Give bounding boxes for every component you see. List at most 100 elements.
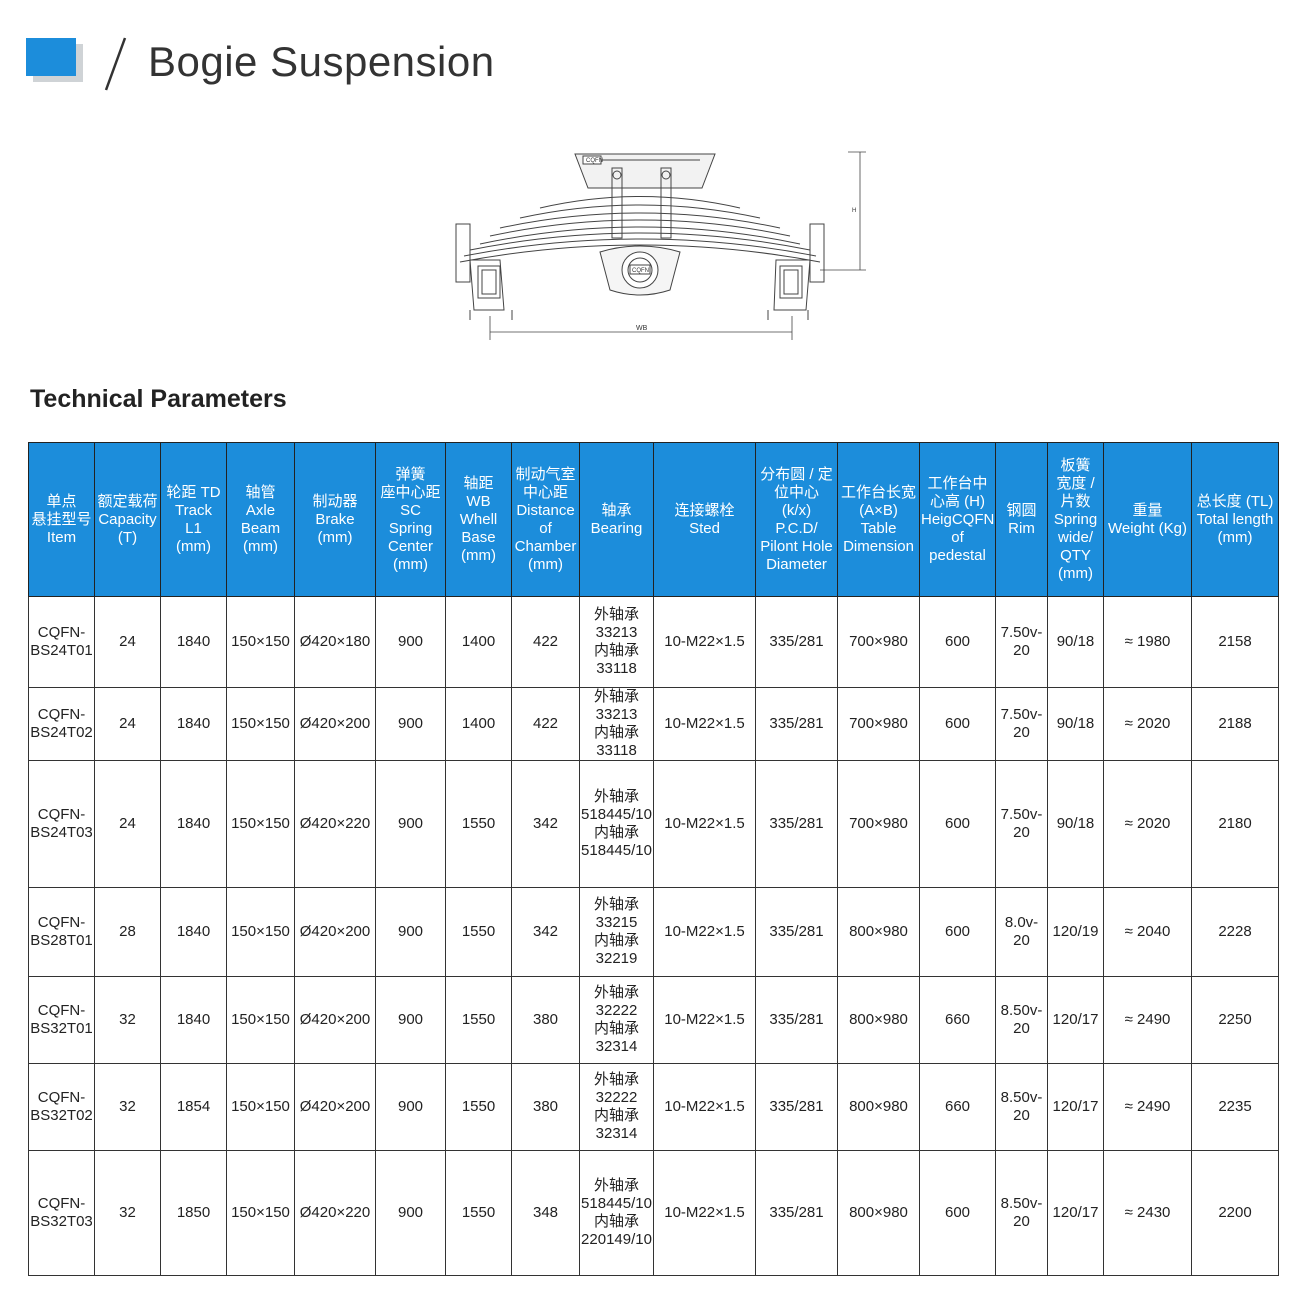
- cell-rim: 7.50v- 20: [995, 760, 1048, 888]
- suspension-drawing: CQFN CQFN H WB: [455, 151, 866, 340]
- col-header-spring-qty: 板簧 宽度 / 片数 Spring wide/ QTY (mm): [1047, 442, 1104, 597]
- cell-track: 1840: [160, 887, 227, 977]
- cell-sted: 10-M22×1.5: [653, 887, 756, 977]
- cell-bearing: 外轴承 518445/10 内轴承 518445/10: [579, 760, 654, 888]
- cell-total-length: 2158: [1191, 596, 1279, 688]
- cell-wheel-base: 1550: [445, 1150, 512, 1276]
- cell-bearing: 外轴承 33213 内轴承 33118: [579, 687, 654, 761]
- cell-pcd: 335/281: [755, 887, 838, 977]
- cell-rim: 8.50v- 20: [995, 1150, 1048, 1276]
- cell-chamber-distance: 422: [511, 687, 580, 761]
- page-header: Bogie Suspension: [0, 0, 1300, 110]
- cell-wheel-base: 1550: [445, 760, 512, 888]
- cell-capacity: 32: [94, 1063, 161, 1151]
- cell-capacity: 32: [94, 976, 161, 1064]
- cell-total-length: 2228: [1191, 887, 1279, 977]
- cell-spring-qty: 90/18: [1047, 687, 1104, 761]
- cell-rim: 8.50v- 20: [995, 1063, 1048, 1151]
- drawing-badge-center: CQFN: [632, 268, 649, 274]
- cell-item: CQFN- BS24T01: [28, 596, 95, 688]
- cell-spring-center: 900: [375, 887, 446, 977]
- cell-track: 1840: [160, 596, 227, 688]
- col-header-table-dimension: 工作台长宽 (A×B) Table Dimension: [837, 442, 920, 597]
- cell-chamber-distance: 342: [511, 760, 580, 888]
- table-header-row: 单点 悬挂型号 Item 额定载荷 Capacity (T) 轮距 TD Tra…: [28, 442, 1279, 597]
- cell-bearing: 外轴承 33213 内轴承 33118: [579, 596, 654, 688]
- cell-chamber-distance: 422: [511, 596, 580, 688]
- col-header-weight: 重量 Weight (Kg): [1103, 442, 1192, 597]
- cell-item: CQFN- BS28T01: [28, 887, 95, 977]
- cell-capacity: 28: [94, 887, 161, 977]
- cell-item: CQFN- BS32T02: [28, 1063, 95, 1151]
- cell-wheel-base: 1550: [445, 887, 512, 977]
- cell-weight: ≈ 2430: [1103, 1150, 1192, 1276]
- cell-wheel-base: 1550: [445, 976, 512, 1064]
- col-header-spring-center: 弹簧 座中心距 SC Spring Center (mm): [375, 442, 446, 597]
- cell-brake: Ø420×220: [294, 760, 376, 888]
- cell-spring-center: 900: [375, 1150, 446, 1276]
- cell-pedestal-height: 600: [919, 760, 996, 888]
- col-header-total-length: 总长度 (TL) Total length (mm): [1191, 442, 1279, 597]
- cell-axle-beam: 150×150: [226, 687, 295, 761]
- cell-axle-beam: 150×150: [226, 760, 295, 888]
- cell-total-length: 2180: [1191, 760, 1279, 888]
- cell-pedestal-height: 600: [919, 1150, 996, 1276]
- cell-sted: 10-M22×1.5: [653, 760, 756, 888]
- cell-pcd: 335/281: [755, 1150, 838, 1276]
- cell-spring-center: 900: [375, 596, 446, 688]
- cell-axle-beam: 150×150: [226, 976, 295, 1064]
- section-title: Technical Parameters: [30, 385, 287, 413]
- cell-table-dimension: 700×980: [837, 760, 920, 888]
- cell-wheel-base: 1400: [445, 687, 512, 761]
- cell-pedestal-height: 660: [919, 976, 996, 1064]
- cell-weight: ≈ 2490: [1103, 976, 1192, 1064]
- cell-rim: 7.50v- 20: [995, 687, 1048, 761]
- cell-capacity: 32: [94, 1150, 161, 1276]
- cell-bearing: 外轴承 32222 内轴承 32314: [579, 976, 654, 1064]
- cell-track: 1840: [160, 760, 227, 888]
- cell-spring-qty: 120/17: [1047, 1063, 1104, 1151]
- cell-chamber-distance: 380: [511, 1063, 580, 1151]
- col-header-pcd: 分布圆 / 定 位中心 (k/x) P.C.D/ Pilont Hole Dia…: [755, 442, 838, 597]
- cell-brake: Ø420×200: [294, 976, 376, 1064]
- cell-sted: 10-M22×1.5: [653, 596, 756, 688]
- col-header-bearing: 轴承 Bearing: [579, 442, 654, 597]
- cell-brake: Ø420×180: [294, 596, 376, 688]
- cell-capacity: 24: [94, 687, 161, 761]
- cell-total-length: 2250: [1191, 976, 1279, 1064]
- cell-weight: ≈ 2490: [1103, 1063, 1192, 1151]
- cell-sted: 10-M22×1.5: [653, 687, 756, 761]
- cell-item: CQFN- BS32T01: [28, 976, 95, 1064]
- cell-weight: ≈ 2040: [1103, 887, 1192, 977]
- cell-axle-beam: 150×150: [226, 596, 295, 688]
- cell-track: 1840: [160, 976, 227, 1064]
- cell-track: 1854: [160, 1063, 227, 1151]
- cell-spring-qty: 90/18: [1047, 760, 1104, 888]
- col-header-item: 单点 悬挂型号 Item: [28, 442, 95, 597]
- cell-spring-center: 900: [375, 760, 446, 888]
- cell-pedestal-height: 600: [919, 887, 996, 977]
- cell-brake: Ø420×200: [294, 687, 376, 761]
- cell-spring-qty: 120/19: [1047, 887, 1104, 977]
- col-header-wheel-base: 轴距 WB Whell Base (mm): [445, 442, 512, 597]
- cell-item: CQFN- BS32T03: [28, 1150, 95, 1276]
- cell-spring-center: 900: [375, 687, 446, 761]
- cell-spring-qty: 120/17: [1047, 1150, 1104, 1276]
- cell-axle-beam: 150×150: [226, 1150, 295, 1276]
- cell-table-dimension: 800×980: [837, 1063, 920, 1151]
- cell-table-dimension: 800×980: [837, 887, 920, 977]
- cell-spring-center: 900: [375, 976, 446, 1064]
- header-square-icon: [26, 38, 76, 76]
- cell-weight: ≈ 2020: [1103, 687, 1192, 761]
- cell-brake: Ø420×220: [294, 1150, 376, 1276]
- cell-chamber-distance: 342: [511, 887, 580, 977]
- cell-table-dimension: 800×980: [837, 1150, 920, 1276]
- cell-pcd: 335/281: [755, 976, 838, 1064]
- cell-pcd: 335/281: [755, 1063, 838, 1151]
- col-header-capacity: 额定载荷 Capacity (T): [94, 442, 161, 597]
- header-slash-icon: [104, 37, 127, 91]
- cell-capacity: 24: [94, 760, 161, 888]
- cell-chamber-distance: 380: [511, 976, 580, 1064]
